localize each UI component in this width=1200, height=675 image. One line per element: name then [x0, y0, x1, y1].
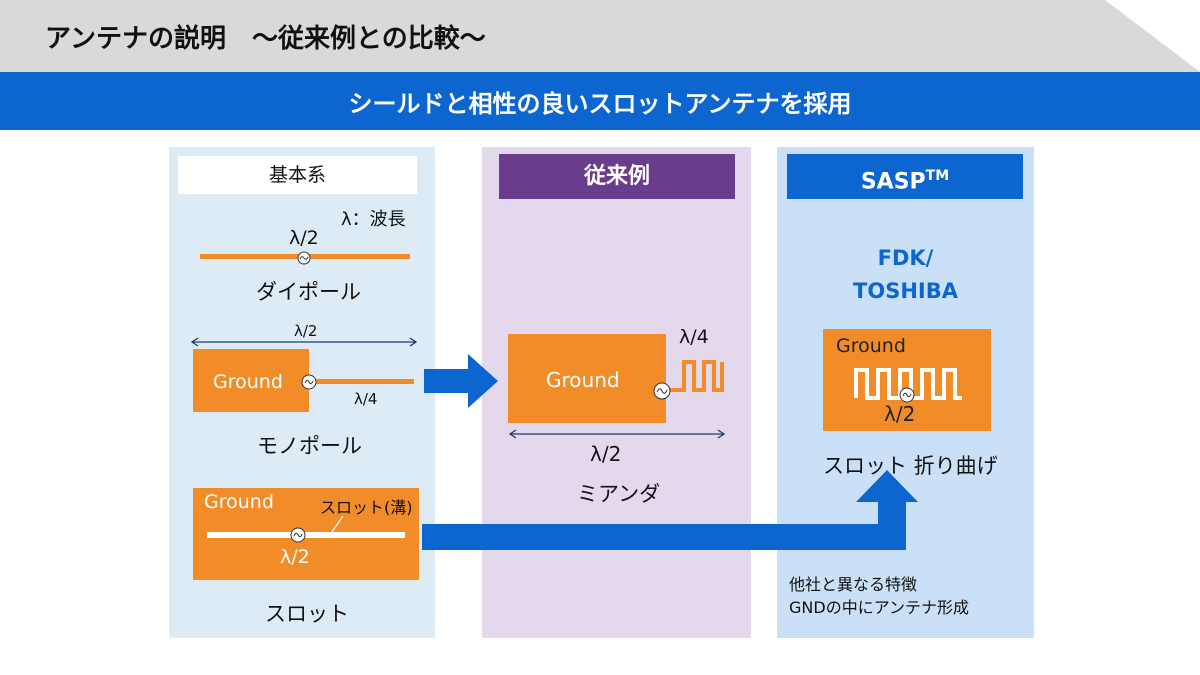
title-bar: [0, 0, 1200, 72]
sasp-length-label: λ/2: [884, 402, 916, 426]
company-line-1: FDK/: [877, 246, 934, 270]
slot-leader-line: [328, 515, 344, 537]
sasp-heading-text: SASP: [860, 169, 926, 195]
monopole-span-arrow: [190, 337, 418, 347]
meander-span-label: λ/2: [590, 442, 622, 466]
page-title: アンテナの説明 ～従来例との比較～: [45, 24, 486, 54]
wavelength-legend: λ：波長: [341, 209, 406, 230]
dipole-caption: ダイポール: [256, 280, 361, 304]
monopole-arm: [315, 379, 414, 384]
slot-groove-label: スロット(溝): [320, 498, 413, 517]
monopole-ground-label: Ground: [213, 371, 283, 393]
sasp-ground-label: Ground: [836, 335, 906, 357]
monopole-ground-plane: [193, 349, 309, 412]
monopole-to-meander-arrow: [424, 354, 498, 408]
basic-heading: 基本系: [178, 156, 417, 194]
company-line-2: TOSHIBA: [853, 279, 958, 303]
banner-text: シールドと相性の良いスロットアンテナを採用: [348, 90, 852, 118]
dipole-feed-icon: [297, 251, 311, 265]
sasp-feature-line-2: GNDの中にアンテナ形成: [789, 598, 970, 617]
sasp-trademark: TM: [925, 168, 950, 184]
monopole-feed-icon: [301, 374, 317, 390]
dipole-length-label: λ/2: [289, 227, 319, 249]
title-bar-corner: [1105, 0, 1200, 72]
meander-line: [668, 360, 724, 392]
sasp-feed-icon: [899, 387, 915, 403]
sasp-caption: スロット 折り曲げ: [823, 454, 998, 478]
sasp-folded-slot: [854, 368, 962, 400]
slot-caption: スロット: [265, 602, 349, 626]
monopole-caption: モノポール: [257, 434, 362, 458]
meander-ground-plane: [508, 334, 666, 423]
meander-length-label-short: λ/4: [679, 326, 709, 348]
slot-length-label: λ/2: [280, 546, 310, 568]
conventional-heading: 従来例: [499, 154, 735, 199]
banner: [0, 72, 1200, 130]
meander-ground-label: Ground: [546, 368, 620, 392]
meander-feed-icon: [653, 382, 671, 400]
sasp-ground-plane: [823, 329, 991, 431]
slot-ground-label: Ground: [204, 491, 274, 513]
sasp-feature-line-1: 他社と異なる特徴: [789, 575, 918, 594]
monopole-arm-label: λ/4: [354, 390, 378, 408]
sasp-heading: SASPTM: [787, 154, 1023, 199]
slot-feed-icon: [290, 527, 306, 543]
slot-to-sasp-arrow: [422, 470, 918, 550]
meander-span-arrow: [508, 429, 726, 439]
meander-caption: ミアンダ: [577, 482, 661, 506]
slot-groove: [207, 532, 405, 538]
monopole-span-label: λ/2: [294, 322, 318, 340]
